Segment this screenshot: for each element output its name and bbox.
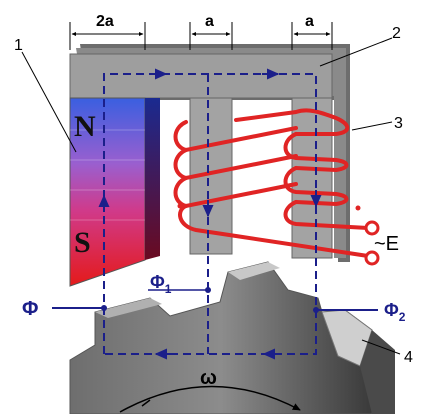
dimension-a-right-label: a — [305, 13, 314, 30]
flux-1-symbol: Φ — [150, 272, 165, 292]
coil-lead-top — [283, 200, 370, 230]
flux-outer-loop — [103, 73, 317, 355]
flux-1-subscript: 1 — [165, 282, 172, 296]
coil-turn — [283, 166, 349, 207]
flux-total-label: Φ — [22, 298, 38, 320]
callout-magnet: 1 — [14, 37, 23, 54]
north-pole-label: N — [74, 110, 96, 143]
source-emf-label: ~E — [374, 233, 399, 255]
winding-dot-left — [177, 203, 183, 209]
flux-total-symbol: Φ — [22, 298, 38, 320]
permanent-magnet: N S — [69, 97, 160, 287]
flux-1-label: Φ1 — [150, 272, 172, 296]
callout-leaders — [21, 37, 401, 355]
rotation-omega-label: ω — [200, 367, 217, 389]
winding-dot-right — [355, 205, 361, 211]
dimension-a-middle-label: a — [205, 13, 214, 30]
south-pole-label: S — [74, 226, 91, 259]
dimension-2a-label: 2a — [96, 13, 114, 30]
flux-paths — [103, 73, 317, 355]
flux-2-label: Φ2 — [384, 300, 406, 324]
gear-rotor — [69, 261, 395, 414]
dimension-lines — [69, 22, 333, 50]
coil-lead-bottom — [178, 204, 370, 258]
coil-turn — [283, 132, 349, 173]
magnetic-core — [69, 53, 333, 259]
callout-coil: 3 — [394, 115, 403, 132]
coil-turn — [234, 108, 350, 136]
terminal-bottom — [364, 250, 380, 266]
callout-core: 2 — [392, 25, 401, 42]
flux-2-subscript: 2 — [399, 310, 406, 324]
flux-arrows — [98, 68, 322, 360]
coil-winding — [173, 108, 370, 258]
flux-2-symbol: Φ — [384, 300, 399, 320]
core-right-leg — [291, 97, 333, 259]
terminal-top — [364, 220, 380, 236]
callout-gear: 4 — [404, 349, 413, 366]
